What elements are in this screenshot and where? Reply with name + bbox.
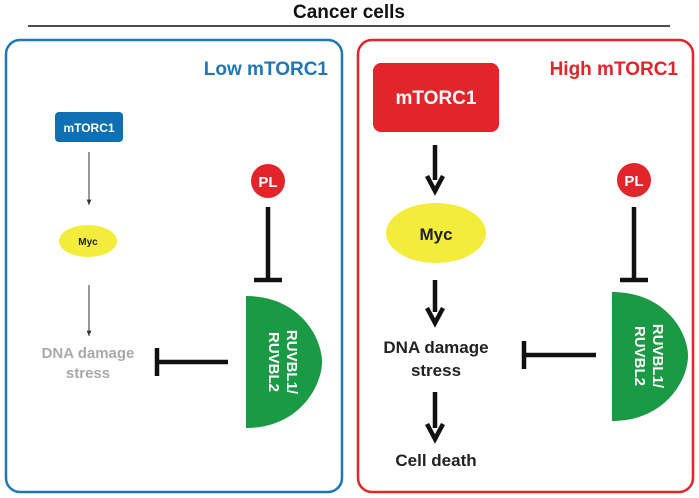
low-mtorc1-panel: Low mTORC1 mTORC1 Myc DNA damage stress … bbox=[4, 38, 344, 494]
high-pl-label: PL bbox=[624, 173, 643, 190]
low-myc-label: Myc bbox=[78, 237, 98, 248]
high-pl-circle bbox=[617, 163, 651, 197]
high-ruvbl-shape bbox=[612, 292, 688, 421]
low-ruvbl-label-2: RUVBL2 bbox=[265, 332, 282, 392]
high-ruvbl-label-2: RUVBL2 bbox=[631, 326, 648, 386]
high-dna-to-death-arrowhead bbox=[425, 422, 445, 444]
high-myc-to-dna-arrowhead bbox=[425, 306, 445, 328]
high-panel-border bbox=[356, 38, 695, 494]
high-dna-damage-text: DNA damage bbox=[383, 338, 488, 357]
high-myc-ellipse bbox=[386, 203, 486, 263]
low-mtorc1-label: mTORC1 bbox=[63, 121, 114, 135]
high-ruvbl-label-1: RUVBL1/ bbox=[649, 324, 666, 389]
low-ruvbl-shape bbox=[246, 296, 322, 428]
low-panel-heading: Low mTORC1 bbox=[204, 59, 329, 80]
low-panel-border bbox=[4, 38, 344, 494]
high-mtorc1-label: mTORC1 bbox=[396, 88, 477, 109]
high-mtorc1-box bbox=[373, 63, 499, 132]
low-stress-text: stress bbox=[66, 365, 110, 382]
low-mtorc1-box bbox=[55, 112, 123, 142]
high-panel-heading: High mTORC1 bbox=[550, 59, 679, 80]
high-myc-label: Myc bbox=[419, 225, 452, 244]
low-ruvbl-label-1: RUVBL1/ bbox=[283, 330, 300, 395]
low-pl-label: PL bbox=[258, 174, 277, 191]
low-dna-damage-text: DNA damage bbox=[42, 345, 135, 362]
high-mtorc1-to-myc-arrowhead bbox=[425, 174, 445, 196]
high-stress-text: stress bbox=[411, 361, 461, 380]
low-pl-circle bbox=[251, 164, 285, 198]
high-mtorc1-panel: High mTORC1 mTORC1 Myc DNA damage stress… bbox=[356, 38, 695, 494]
low-myc-ellipse bbox=[59, 225, 117, 257]
diagram-title: Cancer cells bbox=[293, 2, 405, 23]
high-cell-death-text: Cell death bbox=[395, 451, 476, 470]
